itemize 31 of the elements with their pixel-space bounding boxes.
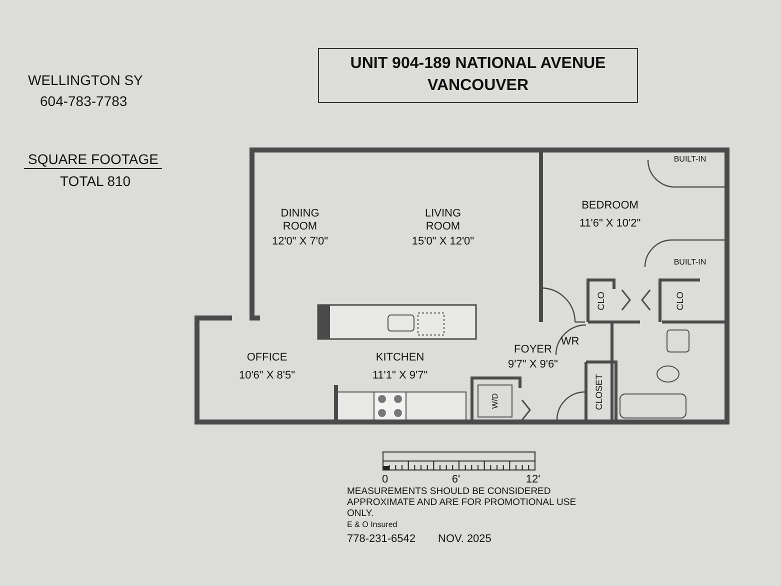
closet-label: BUILT-IN	[674, 257, 706, 267]
phone-number: 778-231-6542	[347, 533, 416, 546]
room-name: DINING ROOM	[280, 207, 320, 233]
agent-name: WELLINGTON SY	[28, 72, 143, 88]
closet-label: CLO	[596, 292, 606, 310]
scale-label: 6'	[452, 474, 460, 486]
room-name: OFFICE	[246, 352, 288, 364]
room-name: KITCHEN	[376, 352, 424, 364]
closet-label: CLO	[674, 292, 686, 310]
scale-label: 12'	[526, 474, 540, 486]
insurance-note: E & O Insured	[347, 520, 398, 530]
room-name: WR	[560, 336, 580, 348]
room-size: 12'0" X 7'0"	[272, 236, 328, 248]
disclaimer-note: MEASUREMENTS SHOULD BE CONSIDERED APPROXIMATE AND ARE FOR PROMOTIONAL USE ONLY.	[347, 487, 577, 520]
closet-label: CLOSET	[594, 374, 604, 410]
phone-number: 604-783-7783	[40, 93, 128, 110]
room-size: 11'6" X 10'2"	[579, 218, 641, 230]
area-heading: SQUARE FOOTAGE	[24, 151, 162, 170]
room-size: 10'6" X 8'5"	[238, 370, 296, 382]
room-size: 9'7" X 9'6"	[508, 358, 558, 372]
closet-label: BUILT-IN	[674, 154, 706, 164]
area-total: TOTAL 810	[60, 173, 131, 190]
room-name: LIVING ROOM	[424, 207, 462, 233]
room-size: 11'1" X 9'7"	[372, 370, 428, 382]
room-size: 15'0" X 12'0"	[412, 236, 474, 248]
address-heading: UNIT 904-189 NATIONAL AVENUE VANCOUVER	[318, 48, 638, 103]
scale-label: 0	[382, 474, 388, 486]
appliance-label: W/D	[490, 393, 500, 409]
room-name: FOYER	[514, 344, 552, 356]
date-label: NOV. 2025	[438, 533, 492, 546]
room-name: BEDROOM	[582, 200, 638, 212]
